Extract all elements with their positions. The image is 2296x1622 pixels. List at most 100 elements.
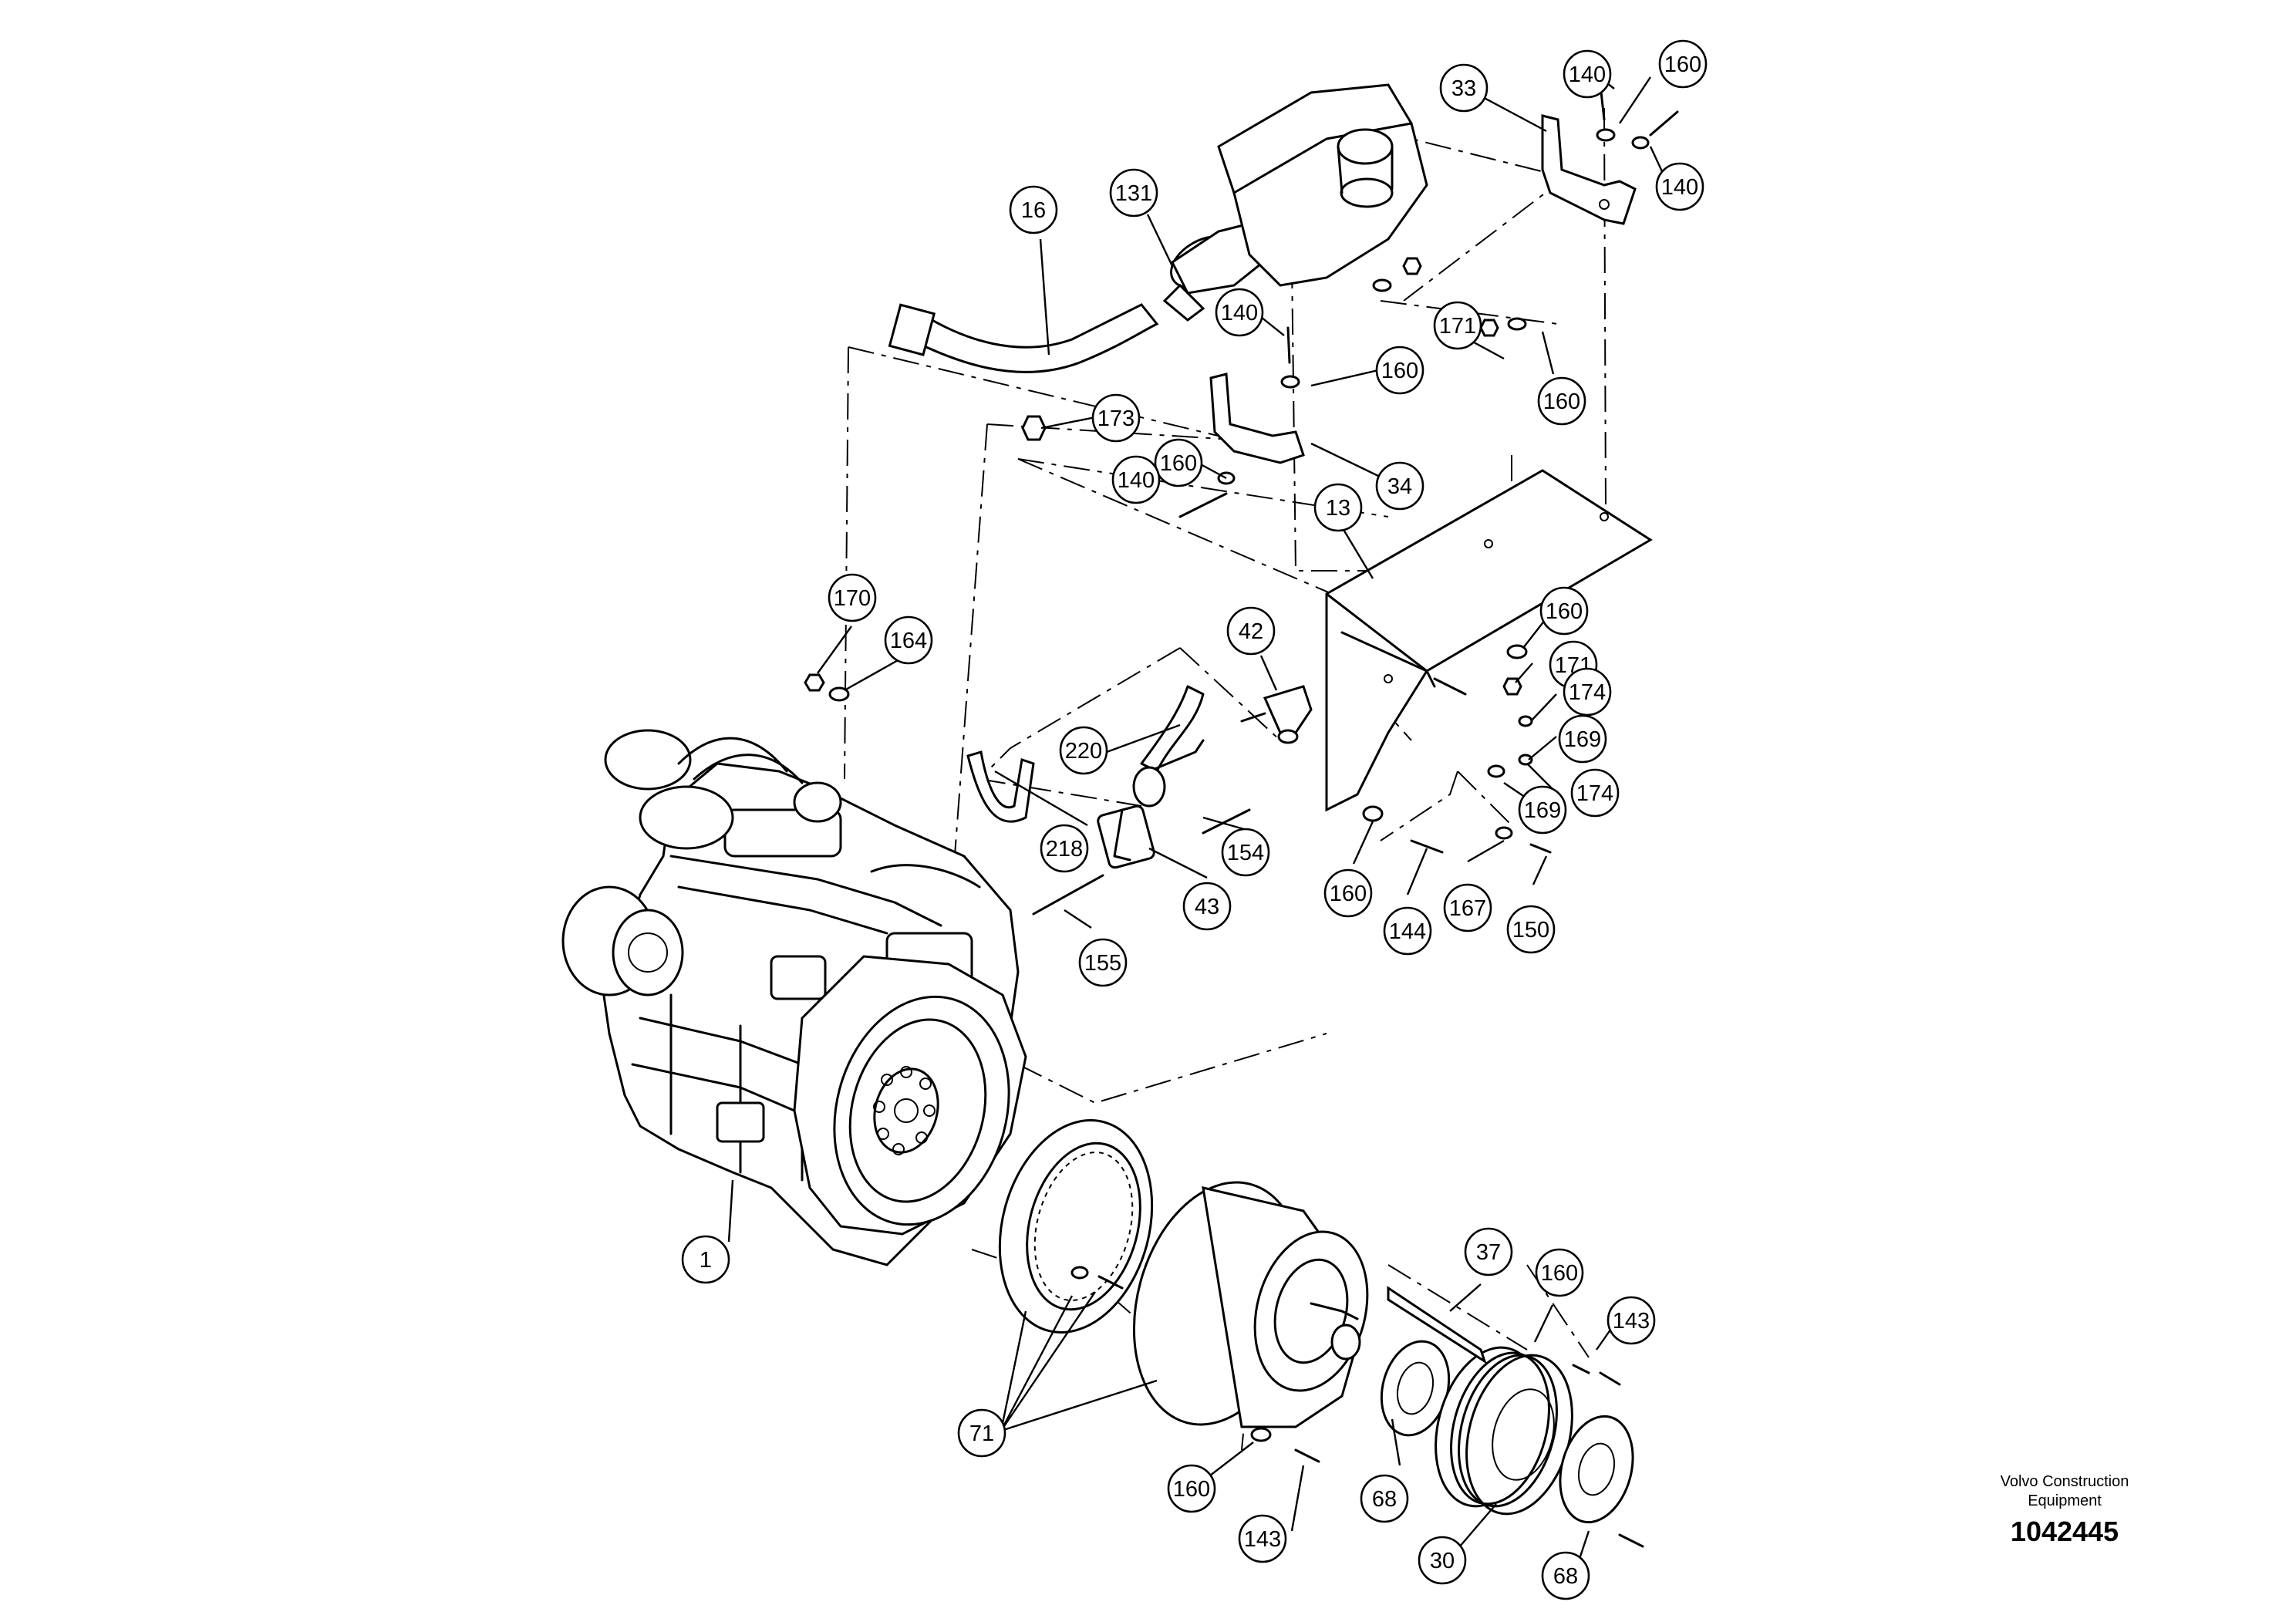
callout-bubble (1375, 346, 1424, 395)
callout-174: 174 (1563, 667, 1612, 717)
callout-140: 140 (1111, 455, 1161, 504)
sensor-and-switch (966, 685, 1313, 869)
callout-bubble (1238, 1514, 1287, 1563)
callout-bubble (1433, 301, 1482, 350)
callout-bubble (1226, 606, 1276, 656)
callout-bubble (1558, 714, 1607, 764)
callout-bubble (1009, 185, 1058, 234)
callout-160: 160 (1658, 39, 1708, 89)
callout-154: 154 (1221, 828, 1270, 877)
callout-bubble (1215, 288, 1264, 337)
mounting-plate-13 (1325, 469, 1653, 812)
callout-bubble (884, 615, 933, 665)
callout-label: 155 (1084, 951, 1121, 976)
callout-160: 160 (1537, 376, 1586, 426)
callout-bubble (1539, 586, 1589, 636)
callout-bubble (1323, 868, 1373, 918)
callout-bubble (1182, 882, 1232, 931)
callout-label: 33 (1451, 76, 1476, 101)
callout-bubble (1464, 1227, 1513, 1276)
callout-220: 220 (1059, 726, 1108, 775)
callout-label: 171 (1439, 314, 1476, 339)
callout-68: 68 (1541, 1551, 1590, 1600)
callout-bubble (1059, 726, 1108, 775)
callout-label: 160 (1173, 1477, 1210, 1502)
callout-label: 140 (1118, 468, 1155, 493)
callout-label: 37 (1476, 1240, 1501, 1265)
callout-label: 13 (1326, 496, 1350, 521)
callout-label: 131 (1115, 181, 1152, 206)
callout-169: 169 (1518, 785, 1567, 835)
callout-label: 68 (1372, 1487, 1397, 1512)
callout-label: 140 (1661, 175, 1698, 200)
callout-33: 33 (1439, 63, 1489, 113)
callout-label: 30 (1430, 1549, 1455, 1573)
callout-bubble (1040, 824, 1089, 873)
callout-43: 43 (1182, 882, 1232, 931)
callout-143: 143 (1607, 1296, 1656, 1345)
callout-label: 143 (1613, 1309, 1650, 1334)
pump-drive-housing (1132, 1181, 1369, 1428)
document-number: 1042445 (2010, 1516, 2119, 1547)
callout-131: 131 (1109, 168, 1158, 218)
callout-label: 160 (1160, 451, 1197, 476)
callout-37: 37 (1464, 1227, 1513, 1276)
callout-label: 140 (1221, 301, 1258, 325)
brand-line-2: Equipment (2028, 1492, 2102, 1509)
callout-label: 160 (1381, 359, 1418, 383)
callout-bubble (1655, 162, 1704, 211)
callout-167: 167 (1443, 883, 1492, 932)
callout-bubble (1506, 905, 1556, 954)
callout-bubble (1563, 667, 1612, 717)
callout-bubble (828, 573, 877, 622)
callout-label: 169 (1524, 798, 1561, 823)
callout-16: 16 (1009, 185, 1058, 234)
bracket-33 (1541, 83, 1679, 225)
callout-140: 140 (1563, 49, 1612, 99)
callout-bubble (1563, 49, 1612, 99)
callout-34: 34 (1375, 461, 1424, 511)
callout-label: 174 (1576, 781, 1613, 806)
callout-160: 160 (1167, 1464, 1216, 1513)
callout-label: 164 (890, 629, 927, 653)
callout-bubble (1375, 461, 1424, 511)
callout-bubble (1570, 768, 1620, 818)
callout-bubble (1607, 1296, 1656, 1345)
callout-160: 160 (1154, 438, 1203, 487)
pulley-assembly (1380, 1340, 1644, 1548)
callout-bubble (1443, 883, 1492, 932)
callout-label: 173 (1097, 406, 1135, 431)
callout-bubble (1541, 1551, 1590, 1600)
engine-assembly (561, 729, 1027, 1266)
callout-bubble (1111, 455, 1161, 504)
callout-label: 160 (1330, 882, 1367, 906)
callout-42: 42 (1226, 606, 1276, 656)
callout-label: 150 (1512, 918, 1549, 943)
brand-line-1: Volvo Construction (2000, 1473, 2129, 1490)
callout-173: 173 (1091, 393, 1141, 443)
callout-label: 34 (1387, 474, 1412, 499)
callout-bubble (1091, 393, 1141, 443)
callout-bubble (1518, 785, 1567, 835)
callout-bubble (1154, 438, 1203, 487)
callout-bubble (1109, 168, 1158, 218)
callout-bubble (957, 1408, 1006, 1458)
callout-label: 43 (1195, 895, 1219, 919)
callout-bubble (1537, 376, 1586, 426)
callout-174: 174 (1570, 768, 1620, 818)
callout-160: 160 (1539, 586, 1589, 636)
callout-164: 164 (884, 615, 933, 665)
callout-label: 1 (700, 1248, 712, 1273)
callout-218: 218 (1040, 824, 1089, 873)
tensioner-bar (1387, 1286, 1621, 1386)
callout-bubble (1535, 1248, 1584, 1297)
callout-150: 150 (1506, 905, 1556, 954)
callout-label: 160 (1664, 52, 1701, 77)
callout-30: 30 (1418, 1536, 1467, 1585)
callout-bubble (1418, 1536, 1467, 1585)
callout-144: 144 (1383, 906, 1432, 956)
callout-label: 144 (1389, 919, 1426, 944)
callout-160: 160 (1375, 346, 1424, 395)
